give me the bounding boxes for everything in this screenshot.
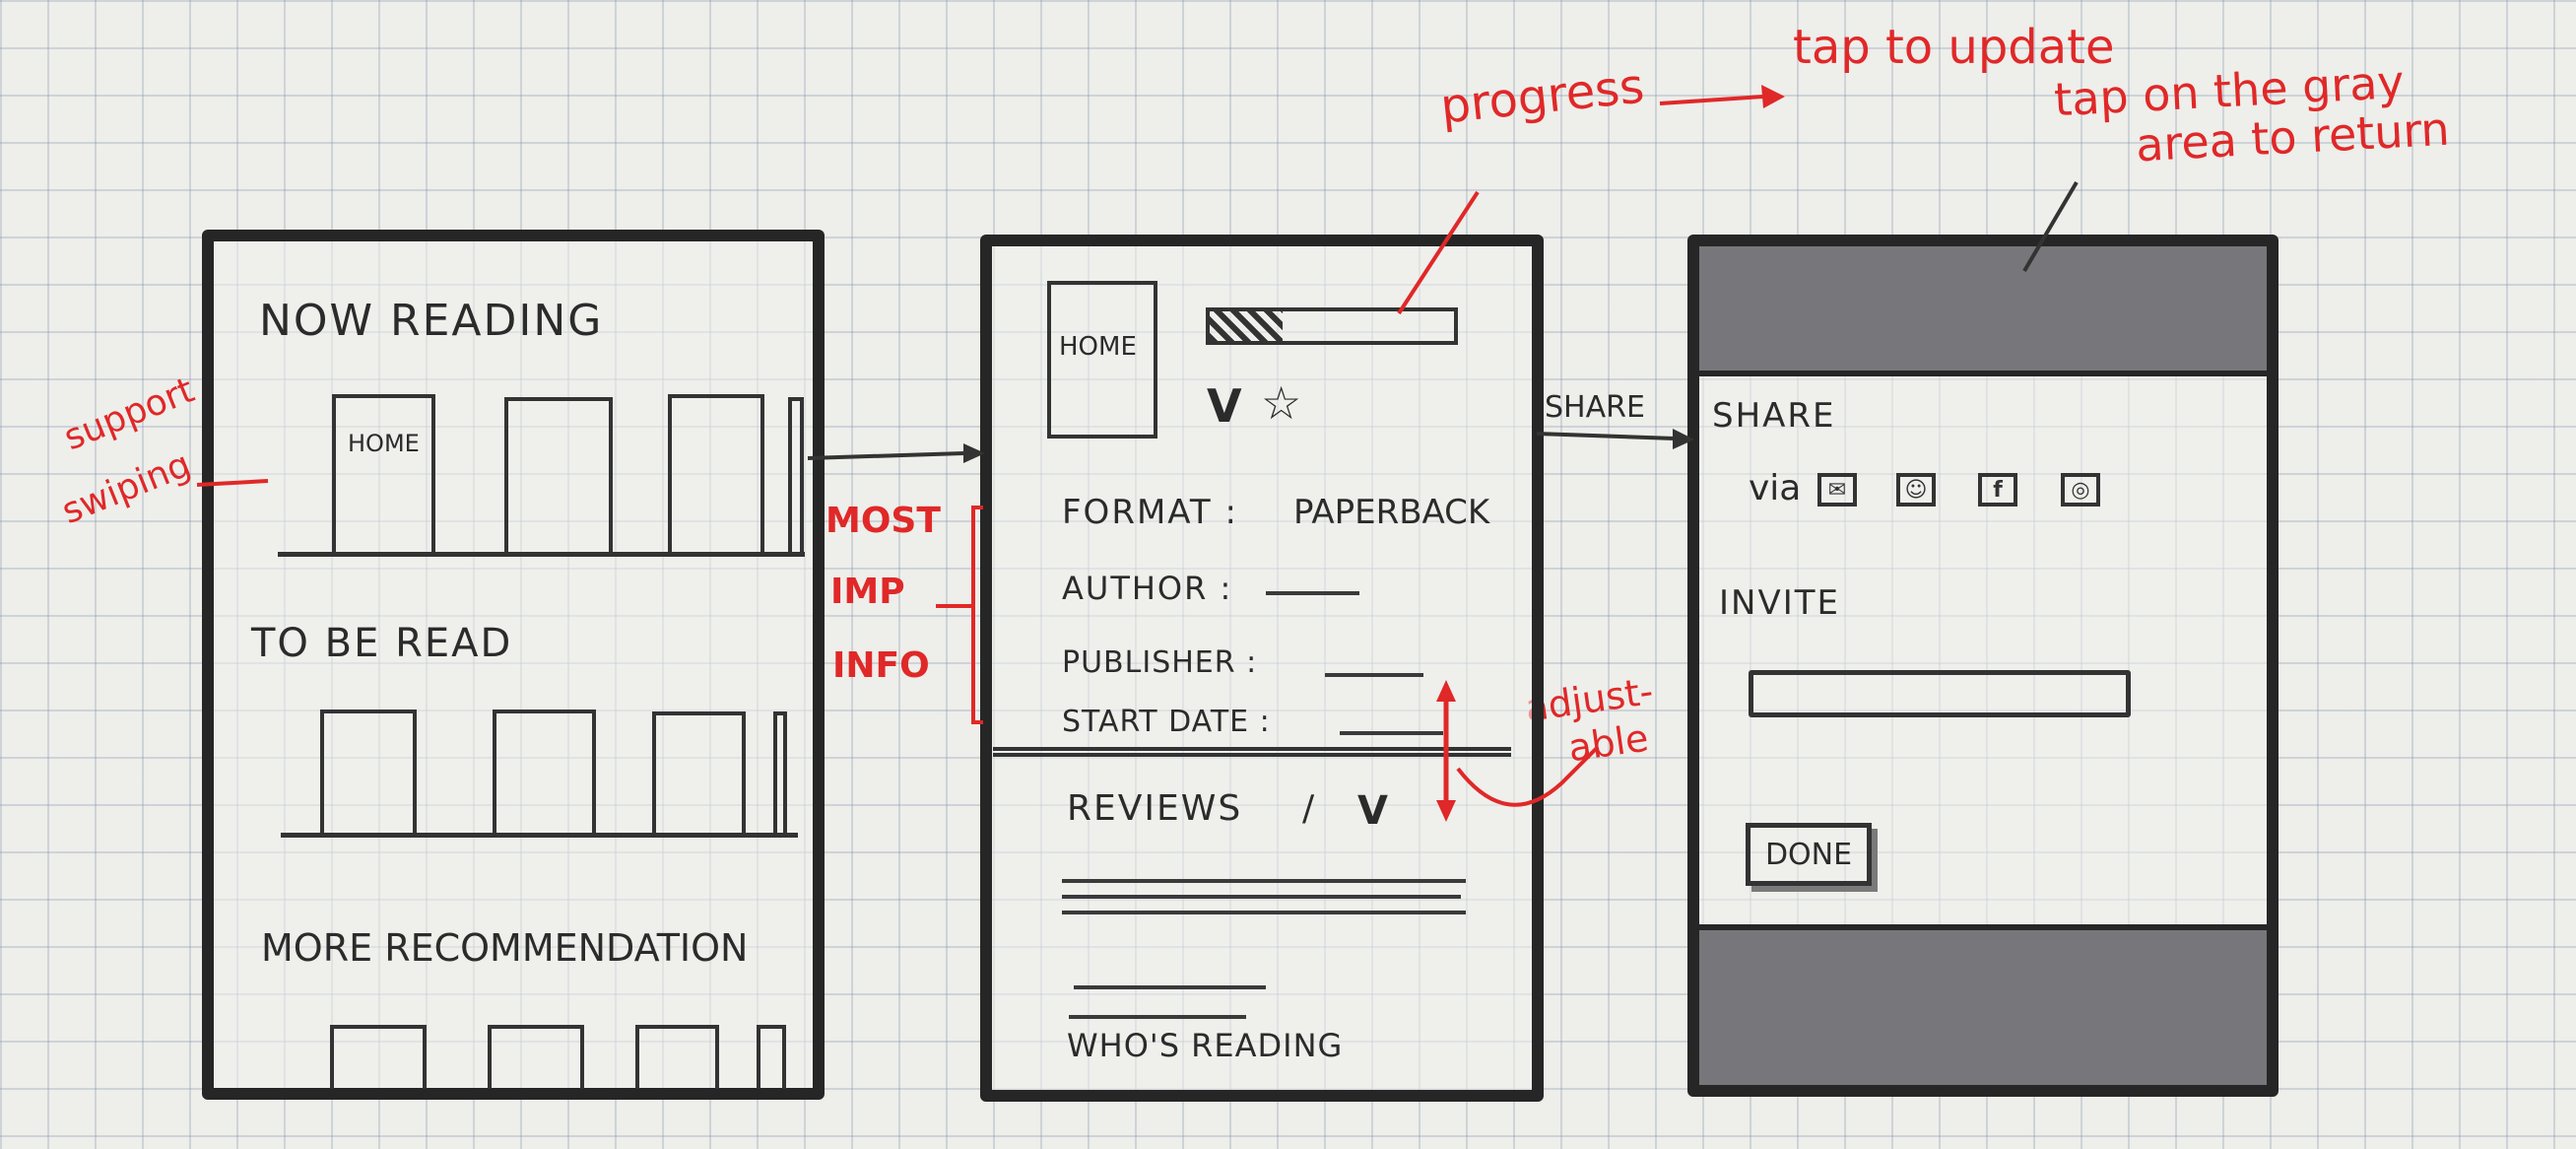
nav-arrow-1-head — [963, 443, 985, 463]
start-date-label: START DATE : — [1062, 705, 1271, 739]
format-label: FORMAT : — [1062, 493, 1238, 532]
detail-book-cover: HOME — [1047, 281, 1157, 439]
now-reading-book-3[interactable] — [668, 394, 764, 552]
to-be-read-book-2[interactable] — [493, 710, 596, 833]
publisher-value-blank — [1325, 673, 1423, 677]
progress-leader-line — [1397, 190, 1480, 315]
done-button[interactable]: DONE — [1746, 823, 1872, 886]
other-icon[interactable]: ◎ — [2061, 473, 2100, 507]
share-arrow-label: SHARE — [1545, 390, 1645, 425]
swipe-pointer — [196, 479, 269, 487]
reviews-label: REVIEWS — [1067, 788, 1243, 829]
recommendation-book-2[interactable] — [488, 1025, 584, 1089]
facebook-icon[interactable]: f — [1978, 473, 2017, 507]
review-line-5 — [1069, 1015, 1246, 1019]
adjustable-divider[interactable] — [993, 747, 1511, 757]
screen-home-frame — [202, 230, 825, 1100]
recommendation-book-3[interactable] — [635, 1025, 719, 1089]
progress-bar[interactable] — [1206, 307, 1458, 345]
reviews-check-icon[interactable]: V — [1357, 788, 1390, 834]
adjustable-curve — [1456, 745, 1600, 807]
now-reading-heading: NOW READING — [259, 296, 604, 346]
now-reading-book-4[interactable] — [788, 397, 804, 552]
most-imp-info-annotation-2: IMP — [830, 572, 905, 612]
top-gray-overlay-area[interactable] — [1699, 246, 2267, 372]
done-button-label: DONE — [1764, 837, 1853, 872]
more-recommendation-heading: MORE RECOMMENDATION — [261, 926, 749, 970]
to-be-read-book-1[interactable] — [320, 710, 417, 833]
bottom-gray-overlay-area[interactable] — [1699, 930, 2267, 1085]
author-label: AUTHOR : — [1062, 570, 1233, 607]
review-line-4 — [1074, 985, 1266, 989]
invite-input[interactable] — [1749, 670, 2131, 717]
progress-pointer-arrow — [1659, 95, 1764, 105]
now-reading-shelf — [278, 552, 805, 557]
nav-arrow-2-head — [1673, 429, 1694, 449]
nav-arrow-1 — [807, 451, 964, 460]
contact-icon[interactable]: ☺ — [1896, 473, 1936, 507]
to-be-read-heading: TO BE READ — [251, 621, 513, 666]
progress-pointer-arrow-head — [1761, 85, 1785, 108]
nav-arrow-2 — [1536, 432, 1676, 440]
most-imp-info-annotation-1: MOST — [826, 501, 941, 541]
edit-review-icon[interactable]: / — [1302, 788, 1317, 829]
format-value: PAPERBACK — [1293, 493, 1490, 532]
review-line-1 — [1062, 879, 1466, 883]
recommendation-book-4[interactable] — [757, 1025, 786, 1089]
review-check-icon[interactable]: V — [1207, 379, 1244, 433]
share-sheet-bottom-border — [1699, 924, 2267, 930]
review-line-2 — [1062, 895, 1461, 899]
review-line-3 — [1062, 911, 1466, 914]
recommendation-book-1[interactable] — [330, 1025, 427, 1089]
to-be-read-shelf — [281, 833, 798, 838]
envelope-icon[interactable]: ✉ — [1817, 473, 1857, 507]
progress-bar-fill — [1210, 311, 1284, 341]
via-label: via — [1749, 468, 1802, 508]
start-date-value-blank — [1340, 731, 1443, 735]
tap-gray-leader-line — [2022, 180, 2079, 273]
publisher-label: PUBLISHER : — [1062, 645, 1258, 680]
most-imp-info-annotation-3: INFO — [832, 645, 930, 686]
adjustable-arrow-up — [1436, 680, 1456, 702]
author-value-blank — [1266, 591, 1359, 595]
tap-to-update-annotation: tap to update — [1793, 20, 2115, 75]
to-be-read-book-3[interactable] — [652, 711, 746, 833]
adjustable-arrow-down — [1436, 800, 1456, 822]
most-imp-info-bracket — [936, 506, 983, 724]
now-reading-book-2[interactable] — [504, 397, 613, 552]
to-be-read-book-4[interactable] — [773, 711, 787, 833]
invite-label: INVITE — [1719, 583, 1840, 623]
whos-reading-label: WHO'S READING — [1067, 1027, 1344, 1064]
now-reading-book-cover[interactable]: HOME — [332, 394, 435, 552]
detail-book-cover-title: HOME — [1059, 332, 1137, 362]
share-title: SHARE — [1712, 396, 1836, 436]
share-sheet-top-border — [1699, 371, 2267, 376]
favorite-star-icon[interactable]: ☆ — [1261, 376, 1304, 430]
book-cover-title: HOME — [348, 430, 420, 457]
screen-book-detail-frame — [980, 235, 1544, 1102]
